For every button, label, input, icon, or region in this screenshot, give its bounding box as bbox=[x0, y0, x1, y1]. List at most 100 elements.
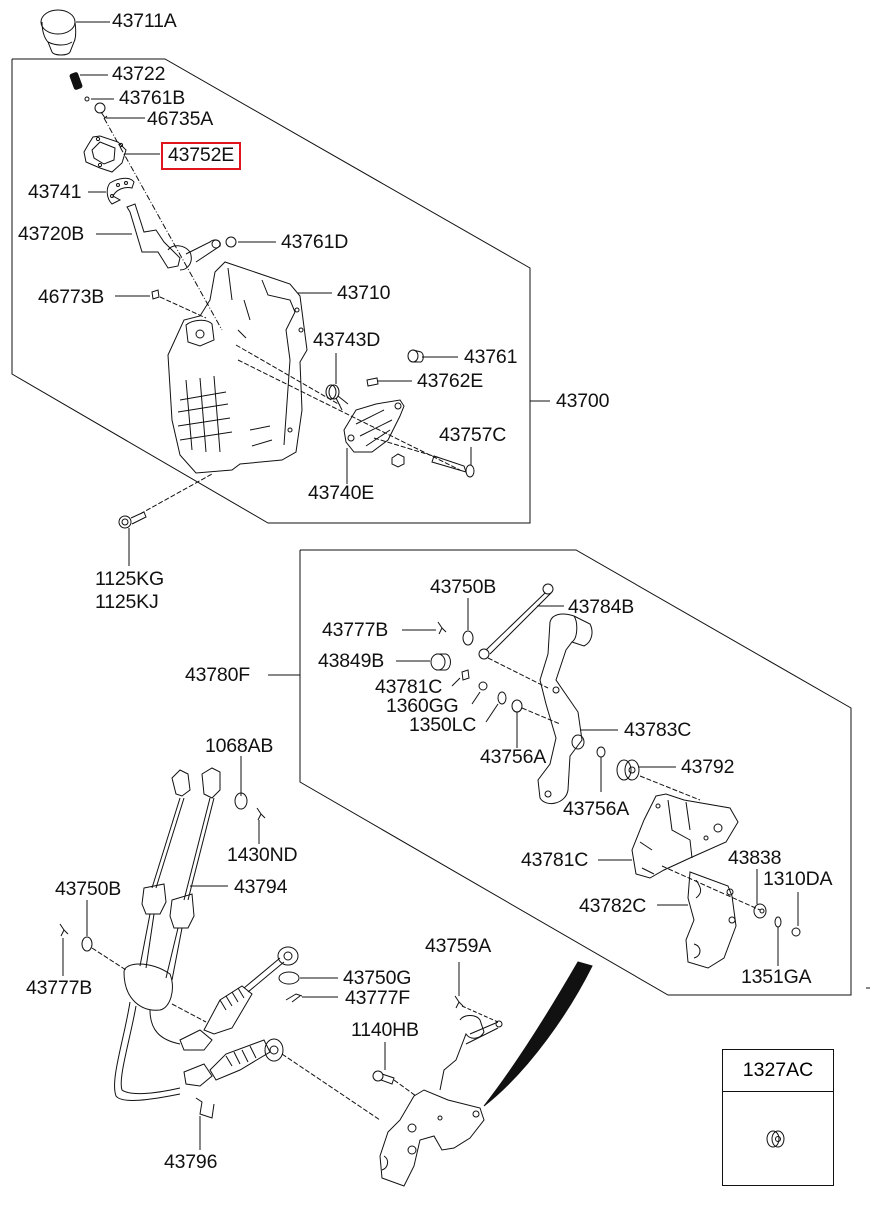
mounting-plate-icon bbox=[632, 794, 738, 878]
axis-line bbox=[522, 708, 560, 724]
part-label-43783C[interactable]: 43783C bbox=[624, 719, 692, 741]
flange-nut-icon bbox=[767, 1131, 784, 1147]
part-label-43781C[interactable]: 43781C bbox=[375, 676, 443, 698]
bushing-icon bbox=[226, 237, 236, 247]
leader-43781C-a bbox=[452, 678, 460, 686]
axis-line bbox=[104, 118, 222, 330]
torsion-spring-icon bbox=[326, 385, 348, 410]
axis-line bbox=[640, 776, 700, 800]
bushing-icon bbox=[408, 350, 423, 362]
axis-line bbox=[160, 297, 206, 318]
part-label-43777F[interactable]: 43777F bbox=[345, 987, 410, 1009]
pin-icon bbox=[367, 378, 378, 386]
cotter-pin-icon bbox=[257, 808, 265, 820]
part-label-43792[interactable]: 43792 bbox=[681, 756, 735, 778]
nut-icon bbox=[392, 454, 404, 467]
part-label-1310DA[interactable]: 1310DA bbox=[763, 868, 833, 890]
bushing-icon bbox=[431, 654, 451, 670]
part-label-1125KJ[interactable]: 1125KJ bbox=[95, 591, 159, 613]
part-label-1068AB[interactable]: 1068AB bbox=[205, 735, 274, 757]
part-label-43777B[interactable]: 43777B bbox=[322, 619, 389, 641]
spacer-icon bbox=[462, 670, 469, 680]
shift-cable-icon bbox=[115, 768, 298, 1100]
shift-bracket-icon bbox=[344, 400, 404, 452]
part-label-1125KG[interactable]: 1125KG bbox=[95, 568, 164, 590]
part-label-43710[interactable]: 43710 bbox=[337, 282, 391, 304]
part-label-43756A[interactable]: 43756A bbox=[480, 746, 547, 768]
lever-boot-icon bbox=[84, 136, 126, 172]
part-label-1430ND[interactable]: 1430ND bbox=[227, 844, 298, 866]
nut-icon bbox=[479, 682, 487, 690]
part-label-43796[interactable]: 43796 bbox=[164, 1151, 218, 1173]
axis-line bbox=[488, 658, 548, 688]
cotter-pin-icon bbox=[286, 994, 302, 1002]
washer-icon bbox=[82, 937, 92, 951]
shift-lever-icon bbox=[127, 204, 220, 270]
axis-line bbox=[92, 948, 126, 970]
part-label-43757C[interactable]: 43757C bbox=[439, 424, 507, 446]
part-label-43761[interactable]: 43761 bbox=[464, 346, 518, 368]
cotter-pin-icon bbox=[60, 924, 68, 936]
part-label-43750G[interactable]: 43750G bbox=[343, 967, 412, 989]
axis-line bbox=[282, 1054, 380, 1120]
axis-line bbox=[140, 474, 212, 514]
bolt-icon bbox=[432, 456, 474, 477]
part-label-43722[interactable]: 43722 bbox=[112, 63, 166, 85]
leader-1350LC bbox=[486, 704, 498, 722]
part-label-43756A[interactable]: 43756A bbox=[563, 798, 630, 820]
part-label-43784B[interactable]: 43784B bbox=[568, 596, 635, 618]
group-outline-43780F bbox=[300, 550, 851, 995]
transmission-bracket-icon bbox=[380, 1016, 502, 1187]
part-label-43752E-highlighted[interactable]: 43752E bbox=[160, 142, 242, 170]
part-label-43750B[interactable]: 43750B bbox=[55, 878, 122, 900]
part-label-43750B[interactable]: 43750B bbox=[430, 576, 497, 598]
washer-icon bbox=[279, 972, 299, 984]
part-label-43711A[interactable]: 43711A bbox=[112, 10, 177, 32]
part-label-43759A[interactable]: 43759A bbox=[425, 935, 492, 957]
part-label-43762E[interactable]: 43762E bbox=[417, 370, 484, 392]
part-label-43777B[interactable]: 43777B bbox=[26, 977, 93, 999]
axis-line bbox=[238, 360, 460, 470]
part-label-43780F[interactable]: 43780F bbox=[185, 664, 250, 686]
washer-icon bbox=[235, 793, 247, 809]
flange-bolt-icon bbox=[119, 512, 146, 528]
part-label-43700[interactable]: 43700 bbox=[556, 390, 610, 412]
inset-box-1327AC: 1327AC bbox=[722, 1049, 834, 1186]
leader-1360GG bbox=[472, 692, 480, 704]
spring-icon bbox=[70, 72, 83, 90]
part-label-43761D[interactable]: 43761D bbox=[281, 231, 349, 253]
axis-line bbox=[462, 1006, 498, 1022]
part-label-1350LC[interactable]: 1350LC bbox=[409, 714, 477, 736]
cotter-pin-icon bbox=[455, 996, 463, 1008]
part-label-1351GA[interactable]: 1351GA bbox=[741, 966, 812, 988]
part-label-43849B[interactable]: 43849B bbox=[318, 650, 385, 672]
part-label-43741[interactable]: 43741 bbox=[28, 181, 82, 203]
part-label-43838[interactable]: 43838 bbox=[728, 847, 782, 869]
part-label-1360GG[interactable]: 1360GG bbox=[386, 695, 459, 717]
shift-lever-arm-icon bbox=[538, 614, 592, 804]
part-label-43761B[interactable]: 43761B bbox=[119, 87, 186, 109]
part-label-43720B[interactable]: 43720B bbox=[18, 223, 85, 245]
part-label-43781C[interactable]: 43781C bbox=[521, 849, 589, 871]
part-label-1140HB[interactable]: 1140HB bbox=[351, 1019, 419, 1041]
axis-line bbox=[394, 1080, 416, 1096]
bushing-icon bbox=[512, 700, 522, 712]
lever-housing-icon bbox=[168, 262, 307, 473]
part-label-43794[interactable]: 43794 bbox=[234, 876, 288, 898]
washer-icon bbox=[498, 692, 506, 704]
part-label-43782C[interactable]: 43782C bbox=[579, 895, 647, 917]
axis-line bbox=[374, 438, 440, 458]
part-label-1327AC[interactable]: 1327AC bbox=[723, 1050, 833, 1092]
grommet-icon bbox=[617, 760, 639, 780]
part-label-43743D[interactable]: 43743D bbox=[313, 329, 381, 351]
cotter-pin-icon bbox=[438, 622, 446, 634]
axis-line bbox=[172, 1004, 206, 1022]
part-label-46773B[interactable]: 46773B bbox=[38, 286, 105, 308]
callout-swoosh-icon bbox=[484, 962, 592, 1106]
part-label-46735A[interactable]: 46735A bbox=[147, 108, 214, 130]
part-label-43740E[interactable]: 43740E bbox=[308, 482, 375, 504]
shift-knob-icon bbox=[41, 10, 76, 55]
detent-plate-icon bbox=[107, 178, 134, 204]
axis-line bbox=[236, 345, 340, 405]
